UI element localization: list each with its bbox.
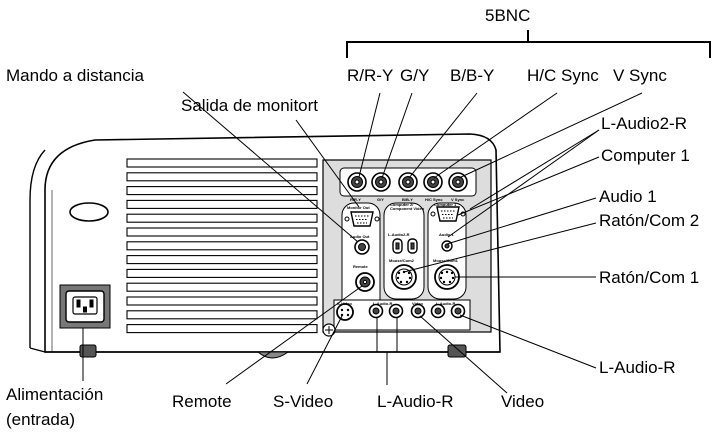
panel-text-component: Component Video [390,206,425,211]
panel-text-vs: V Sync [451,197,465,202]
projector-feet [79,344,467,359]
label-raton-com-2: Ratón/Com 2 [599,211,700,230]
label-gy: G/Y [400,66,430,85]
mouse-com2-mini-din-connector [391,264,417,290]
bnc-hc-sync-connector [423,172,443,192]
monitor-out-dsub-connector [344,211,380,227]
label-bby: B/B-Y [450,66,495,85]
bnc-v-sync-connector [448,172,468,192]
label-computer-1: Computer 1 [601,146,690,165]
power-inlet [59,284,111,329]
leader-lines [82,30,711,394]
label-rry: R/R-Y [347,66,394,85]
bnc-rry-connector [347,172,367,192]
label-alimentacion: Alimentación [6,385,104,404]
vent-slat [126,158,318,168]
audio-r-bottom-jack [388,303,404,319]
vent-slat [126,199,318,209]
label-l-audio-r-bottom: L-Audio-R [377,392,454,411]
vent-slat [126,241,318,251]
label-5bnc: 5BNC [485,6,531,25]
audio-r-right-jack [450,303,466,319]
bnc-bby-connector [398,172,418,192]
panel-text-audio-out: Audio Out [350,234,370,239]
label-l-audio2-r: L-Audio2-R [601,114,687,133]
label-l-audio-r-right: L-Audio-R [599,358,676,377]
vent-slat [126,296,318,306]
label-salida-de-monitor: Salida de monitort [181,96,319,115]
vent-slat [126,172,318,182]
vent-slat [126,213,318,223]
logo-badge [69,202,109,222]
panel-text-audio1: Audio 1 [439,232,454,237]
panel-text-remote: Remote [353,264,368,269]
label-video: Video [501,392,545,411]
audio-l-right-jack [430,303,446,319]
s-video-connector [336,303,354,321]
panel-text-l-audio2-r: L-Audio2-R [388,232,410,237]
panel-text-l-audio-r2: L-Audio-R [436,301,455,306]
vent-slat [126,268,318,278]
bnc-gy-connector [371,172,391,192]
panel-text-mouse-com1: Mouse/Com1 [433,258,459,263]
video-jack [410,303,426,319]
label-raton-com-1: Ratón/Com 1 [599,268,700,287]
label-v-sync: V Sync [613,66,667,85]
label-remote: Remote [172,392,232,411]
label-s-video: S-Video [273,392,334,411]
panel-text-video: Video [412,301,423,306]
panel-text-l-audio-r: L-Audio-R [373,301,392,306]
vent-grille [126,158,318,334]
vent-slat [126,227,318,237]
audio2-r-jack [407,238,418,254]
panel-text-mouse-com2: Mouse/Com2 [389,258,415,263]
ground-screw-icon [322,323,336,337]
vent-slat [126,255,318,265]
vent-slat [126,324,318,334]
vent-slat [126,282,318,292]
panel-text-rry: R/R-Y [350,197,361,202]
computer1-dsub-connector [430,206,466,222]
vent-slat [126,310,318,320]
vent-slat [126,186,318,196]
panel-text-computer1: Computer 1 [434,202,457,207]
audio-l-bottom-jack [368,303,384,319]
audio1-jack [441,240,453,252]
panel-text-hc: H/C Sync [425,197,443,202]
panel-text-gy: G/Y [377,197,384,202]
label-mando-a-distancia: Mando a distancia [6,66,144,85]
bnc-connectors [347,172,468,192]
audio2-l-jack [392,238,403,254]
panel-text-monitor-out: Monitor Out [347,205,370,210]
label-audio-1: Audio 1 [599,187,657,206]
audio-out-jack [354,239,370,255]
panel-text-computer2: Computer 2/ [390,202,414,207]
label-entrada: (entrada) [6,410,75,429]
label-hc-sync: H/C Sync [527,66,599,85]
panel-text-bby: B/B-Y [402,197,413,202]
